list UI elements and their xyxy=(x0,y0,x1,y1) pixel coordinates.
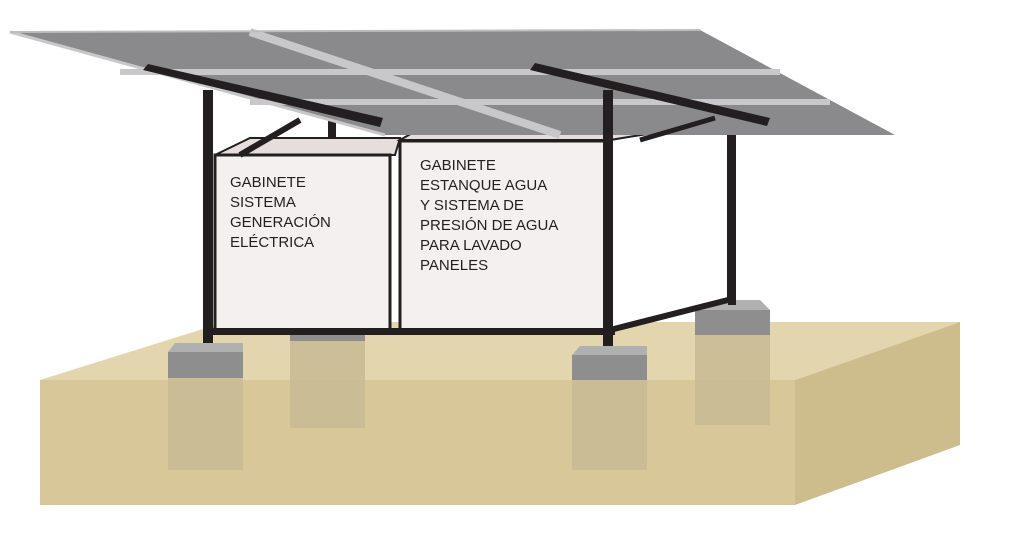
bottom-beam xyxy=(205,328,615,335)
left-cabinet-label: GABINETE SISTEMA GENERACIÓN ELÉCTRICA xyxy=(230,174,335,251)
post-front-right xyxy=(603,90,613,350)
rafter-left xyxy=(143,64,383,127)
brace-left xyxy=(238,117,302,158)
footing-front-right xyxy=(572,346,647,470)
side-opening xyxy=(609,118,729,332)
left-cabinet: GABINETE SISTEMA GENERACIÓN ELÉCTRICA xyxy=(213,153,392,332)
post-front-left xyxy=(203,90,213,350)
footing-back-left xyxy=(290,333,365,428)
right-cabinet: GABINETE ESTANQUE AGUA Y SISTEMA DE PRES… xyxy=(398,139,607,333)
right-cabinet-label: GABINETE ESTANQUE AGUA Y SISTEMA DE PRES… xyxy=(420,157,562,274)
rafter-right xyxy=(530,63,770,126)
footing-back-right xyxy=(695,300,770,425)
solar-panel-array xyxy=(9,28,895,139)
footing-front-left xyxy=(168,343,243,470)
brace-right xyxy=(639,115,716,143)
post-back-right xyxy=(728,115,736,305)
